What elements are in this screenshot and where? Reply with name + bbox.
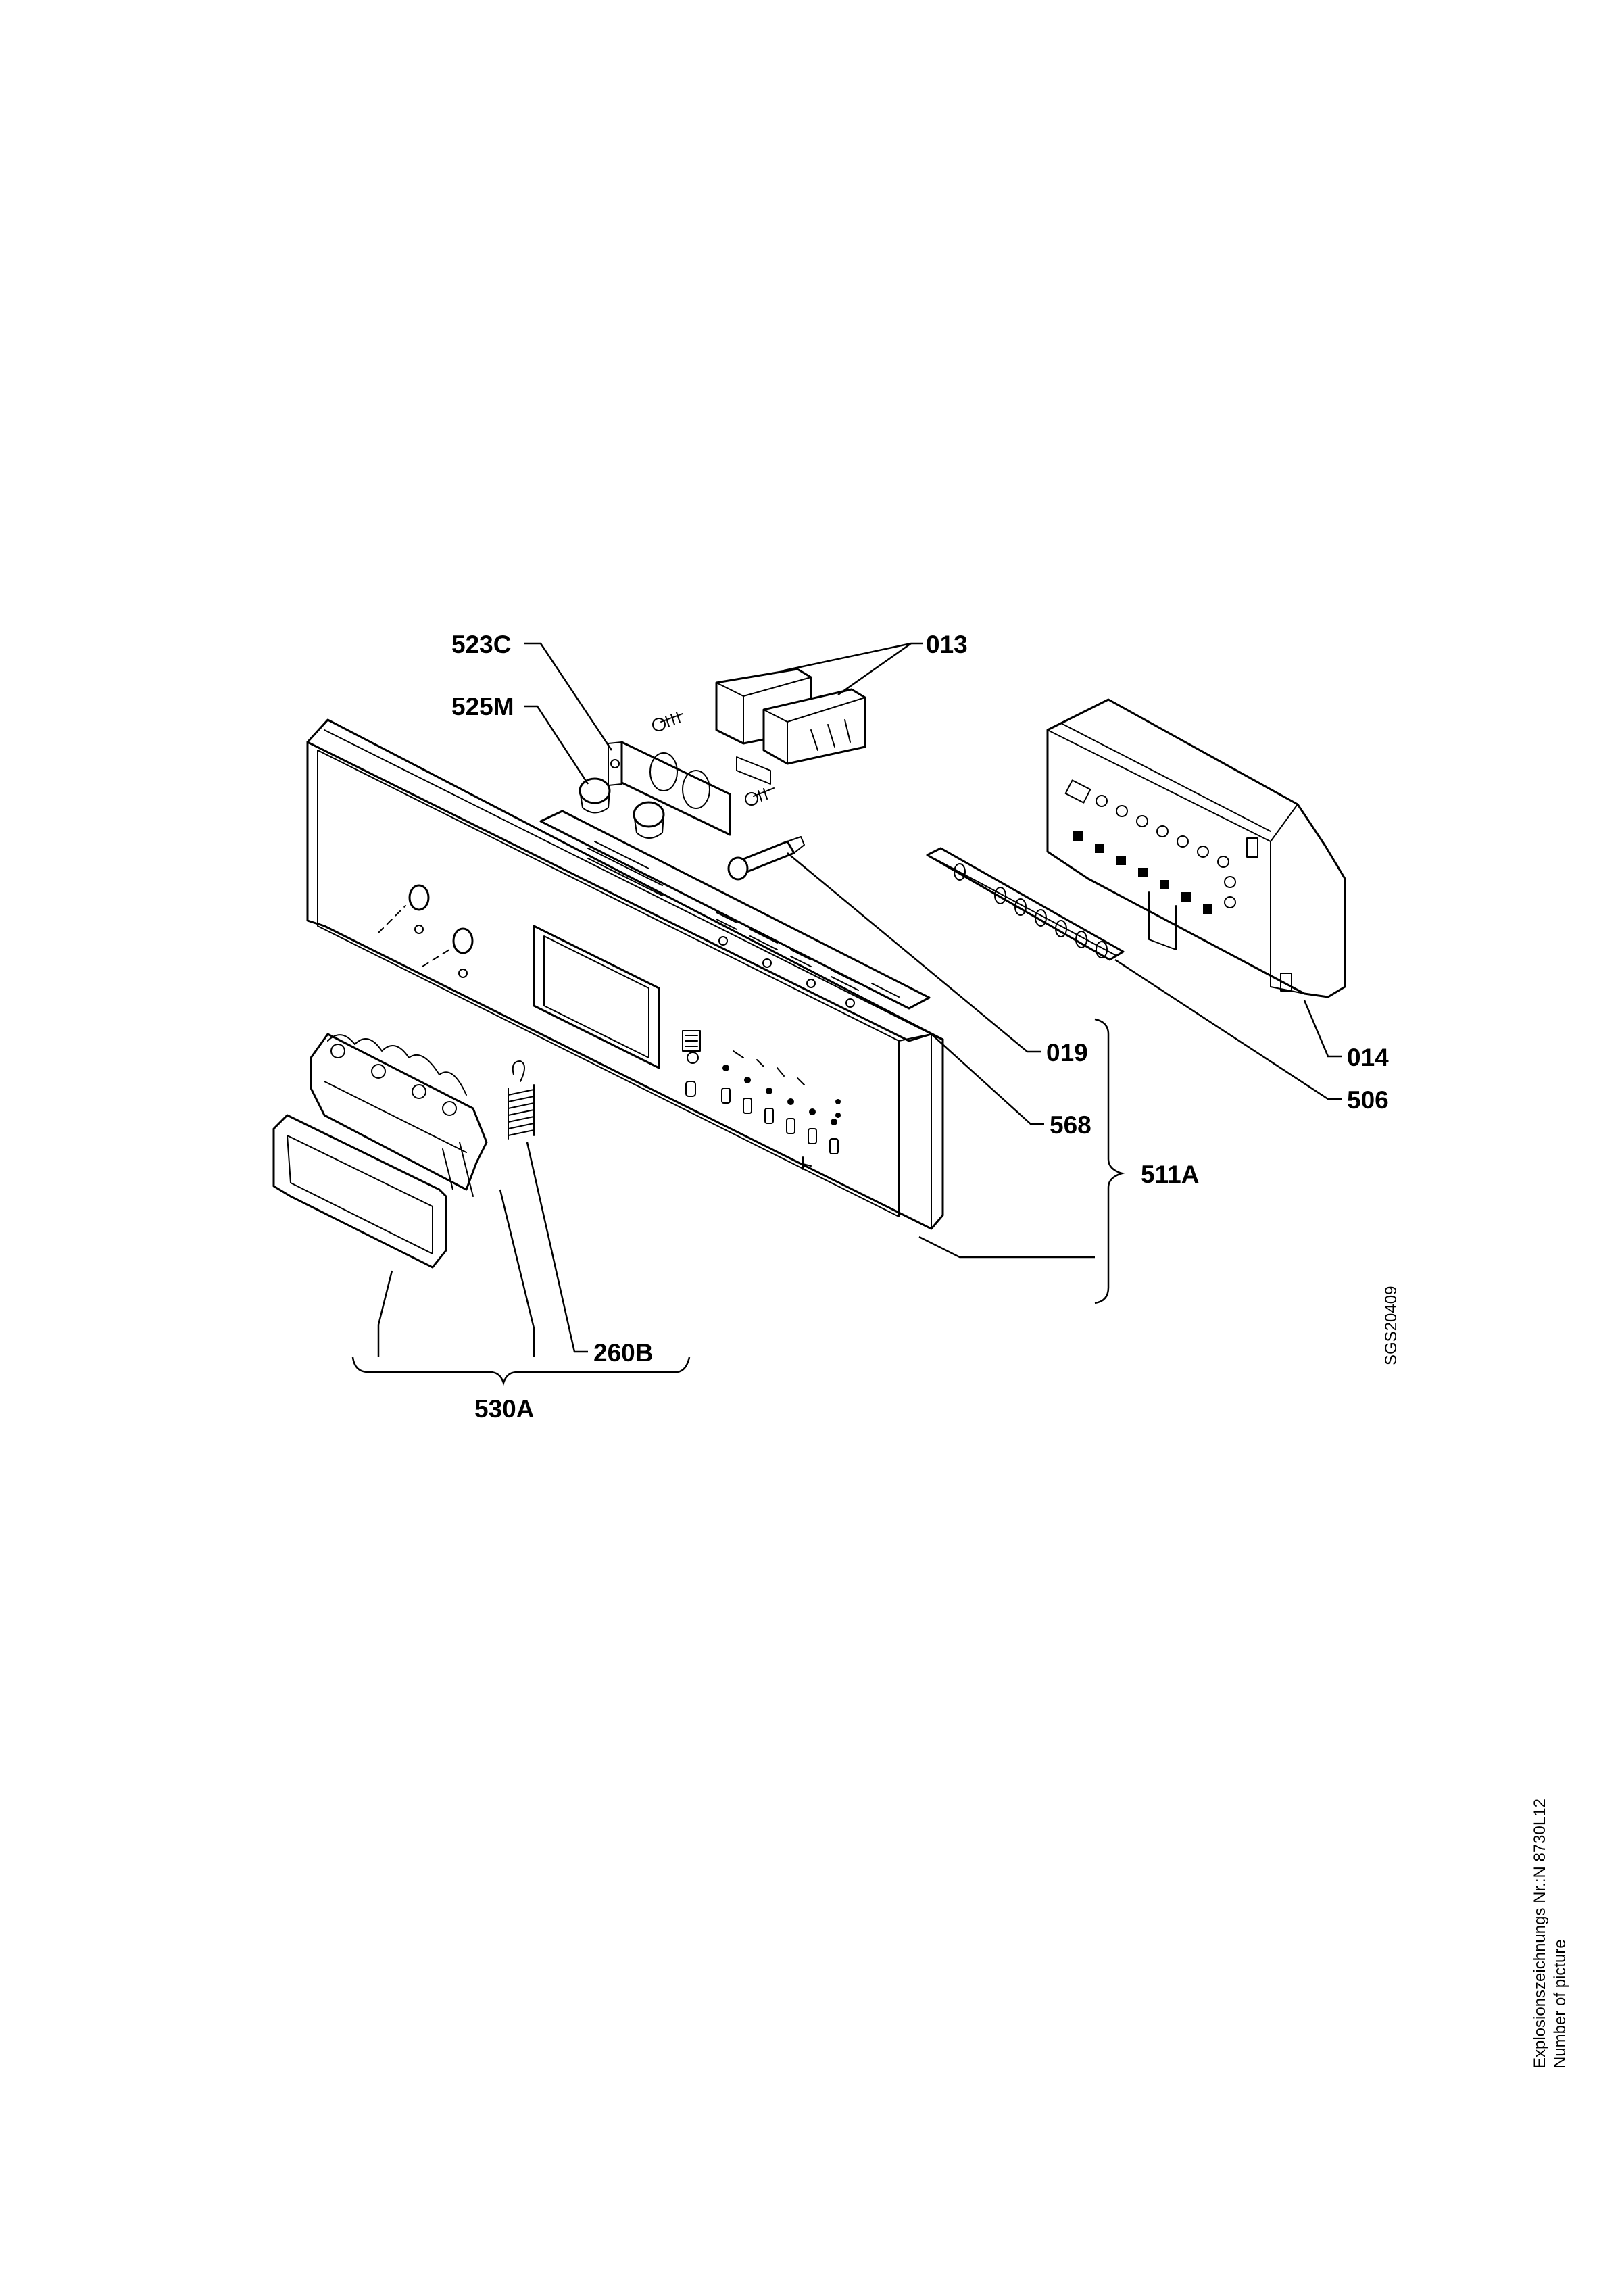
number-of-picture-label: Number of picture [1551,1939,1569,2068]
callout-506: 506 [1347,1086,1389,1114]
control-panel-front [306,718,944,1230]
push-knobs [579,777,665,839]
callout-013: 013 [926,631,968,658]
callout-labels: 523C 525M 013 019 568 014 506 511A 260B … [451,631,1389,1423]
callout-530A: 530A [474,1395,534,1423]
label-strip [539,810,931,1010]
spring [508,1060,535,1140]
callout-568: 568 [1050,1111,1091,1139]
callout-014: 014 [1347,1044,1389,1071]
callout-525M: 525M [451,693,514,720]
callout-019: 019 [1046,1039,1088,1067]
button-strip [926,847,1125,961]
callout-260B: 260B [593,1339,653,1367]
indicator-lamp [727,836,805,881]
leader-lines [351,642,1342,1386]
electronic-module [1046,698,1346,998]
drawing-number-label: Explosionszeichnungs Nr.:N 8730L12 [1531,1799,1549,2068]
callout-523C: 523C [451,631,511,658]
drawing-code: SGS20409 [1382,1286,1400,1365]
door-handle-assembly [272,1033,488,1269]
main-switch-assembly [608,668,866,836]
callout-511A: 511A [1141,1161,1199,1188]
